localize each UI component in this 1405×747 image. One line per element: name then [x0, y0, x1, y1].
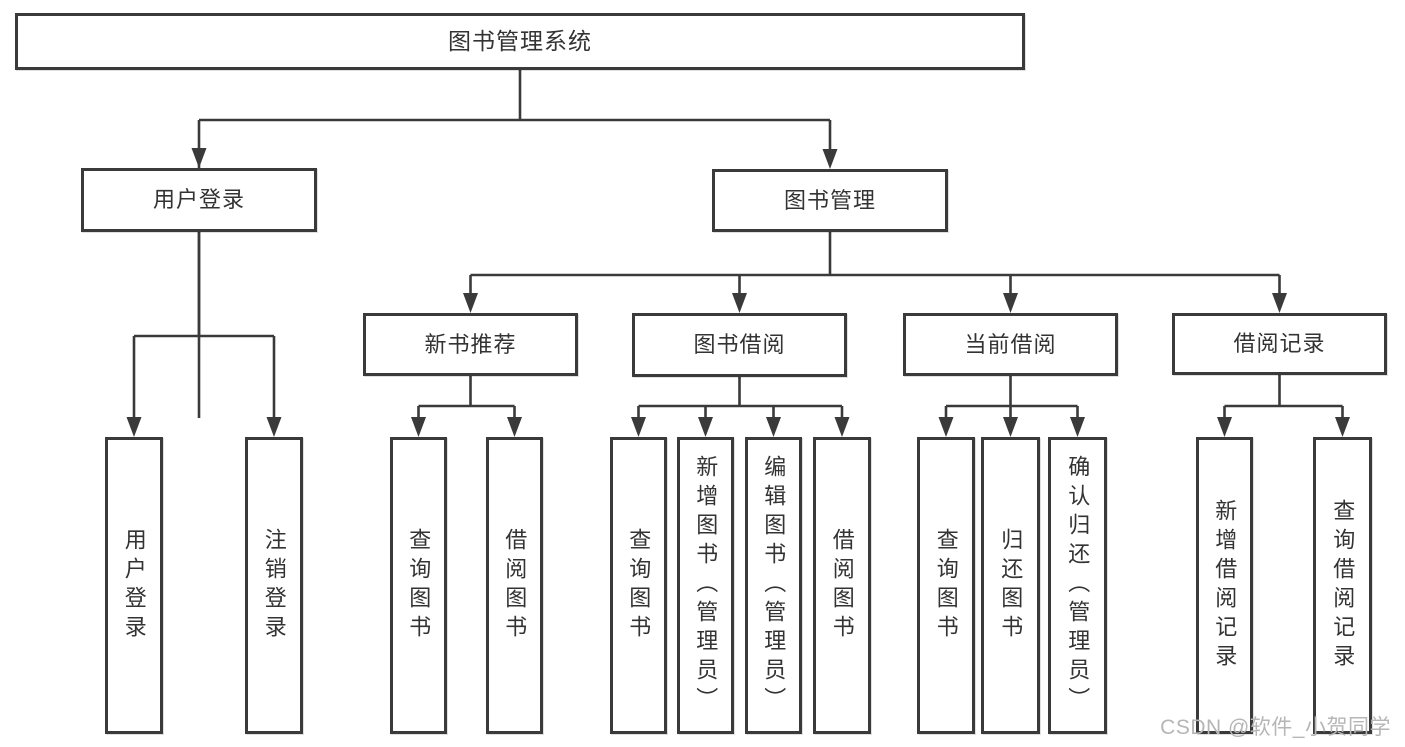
leaf-query-books-2: 查询图书: [610, 437, 667, 734]
connector-book-management-to-level3: [463, 232, 1287, 313]
leaf-add-book-admin: 新增图书（管理员）: [677, 437, 734, 734]
leaf-borrow-books-2: 借阅图书: [813, 437, 871, 734]
node-root-library-management-system: 图书管理系统: [15, 13, 1025, 70]
leaf-query-borrow-record: 查询借阅记录: [1313, 437, 1372, 734]
node-user-login: 用户登录: [81, 168, 317, 232]
node-book-borrowing: 图书借阅: [632, 313, 847, 377]
leaf-query-books-1: 查询图书: [390, 437, 447, 734]
leaf-add-borrow-record: 新增借阅记录: [1196, 437, 1253, 734]
connector-current-borrowing-to-leaves: [938, 376, 1085, 437]
leaf-edit-book-admin: 编辑图书（管理员）: [745, 437, 802, 734]
connector-new-book-recommend-to-leaves: [411, 375, 522, 437]
node-borrowing-records: 借阅记录: [1172, 313, 1387, 375]
leaf-logout: 注销登录: [245, 437, 303, 734]
leaf-user-login: 用户登录: [105, 437, 163, 734]
node-current-borrowing: 当前借阅: [903, 313, 1118, 376]
leaf-return-book: 归还图书: [981, 437, 1040, 734]
leaf-confirm-return-admin: 确认归还（管理员）: [1048, 437, 1107, 734]
connector-user-login-to-leaves: [126, 232, 282, 437]
connector-root-to-level2: [191, 70, 838, 418]
connector-borrowing-records-to-leaves: [1217, 375, 1350, 437]
leaf-query-books-3: 查询图书: [917, 437, 975, 734]
node-book-management: 图书管理: [712, 169, 948, 232]
connector-book-borrowing-to-leaves: [631, 377, 850, 437]
leaf-borrow-books-1: 借阅图书: [486, 437, 543, 734]
node-new-book-recommend: 新书推荐: [363, 313, 578, 376]
